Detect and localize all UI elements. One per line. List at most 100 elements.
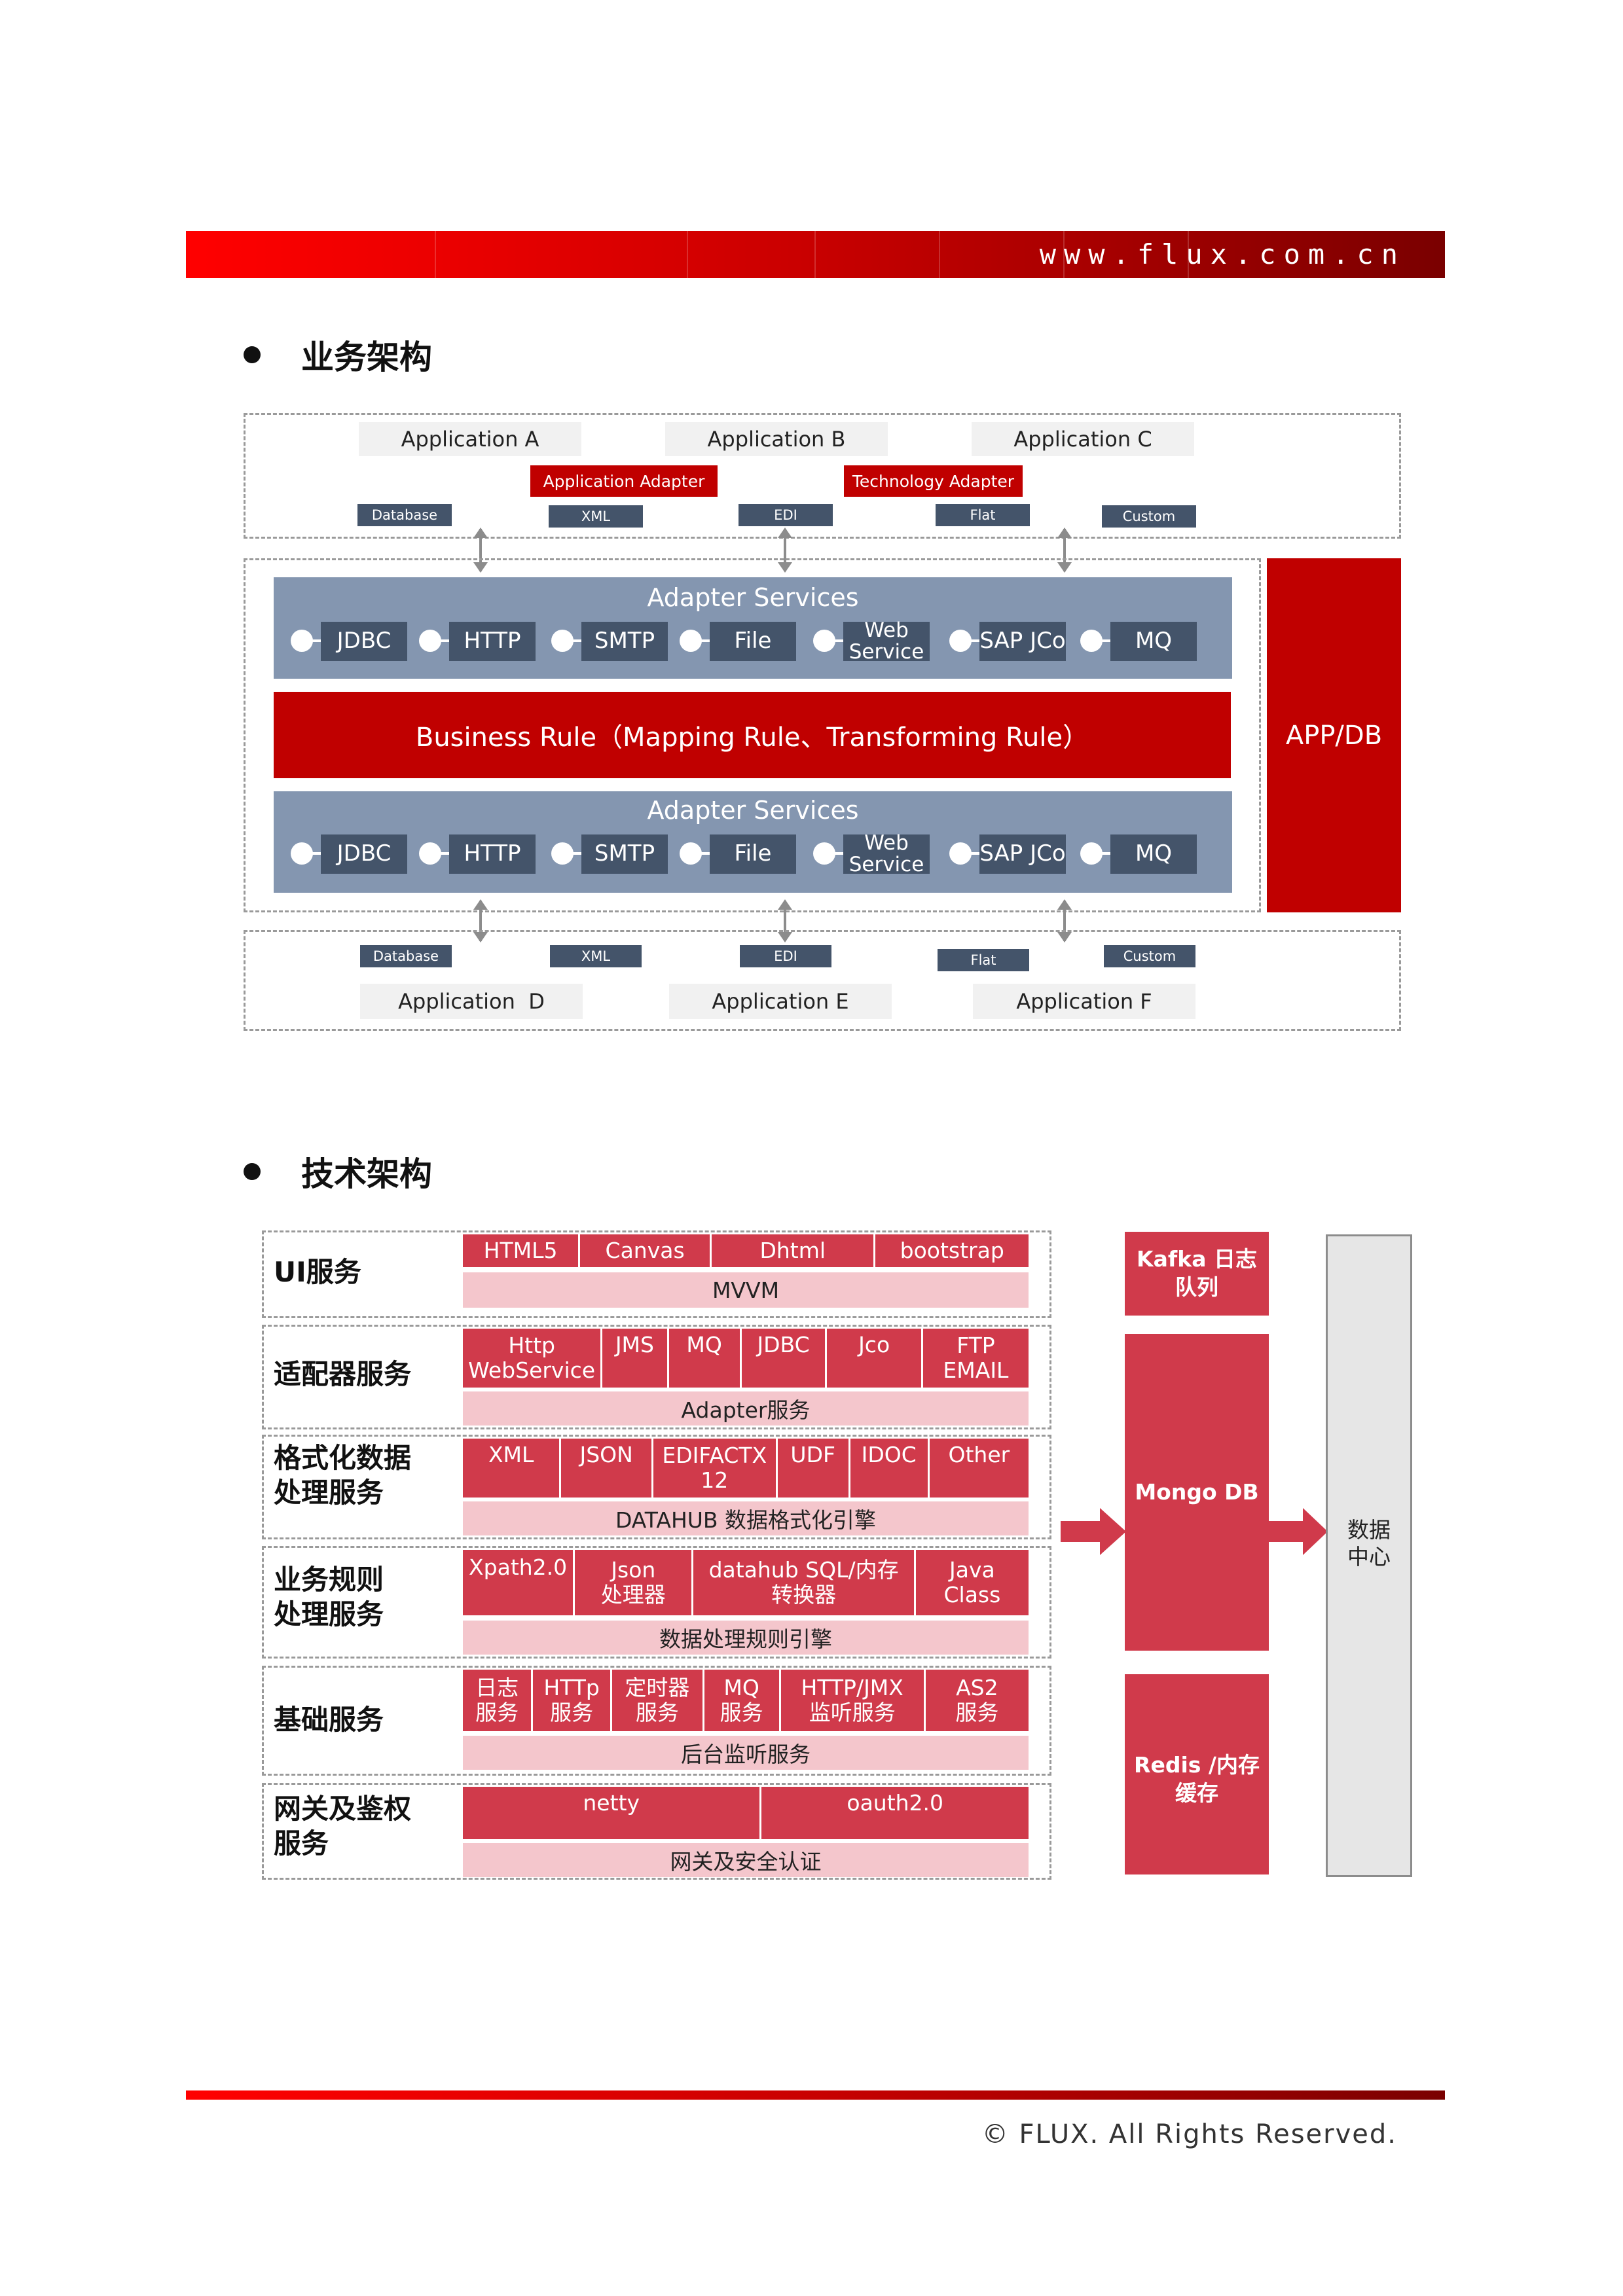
row-label-ui: UI服务 (274, 1256, 361, 1288)
app-e: Application E (669, 984, 892, 1019)
mongo-db: Mongo DB (1125, 1334, 1269, 1651)
business-rule-bar: Business Rule（Mapping Rule、Transforming … (274, 692, 1231, 778)
cell-http-service: HTTp 服务 (533, 1670, 613, 1731)
app-b: Application B (665, 422, 888, 456)
adapter-services-title: Adapter Services (647, 583, 859, 612)
cell-html5: HTML5 (463, 1234, 581, 1267)
row-label-adapter: 适配器服务 (274, 1358, 412, 1390)
row-basic-base: 后台监听服务 (463, 1736, 1029, 1770)
service-jdbc: JDBC (321, 834, 407, 874)
service-mq: MQ (1110, 834, 1197, 874)
arrow-bottom-2 (778, 899, 792, 942)
format-custom: Custom (1102, 505, 1196, 528)
format-database: Database (357, 504, 452, 526)
top-apps-panel (244, 413, 1401, 539)
format-flat-bottom: Flat (938, 949, 1029, 971)
cell-idoc: IDOC (850, 1439, 930, 1498)
kafka-log-queue: Kafka 日志 队列 (1125, 1232, 1269, 1316)
cell-json-processor: Json 处理器 (575, 1550, 694, 1615)
row-label-gateway: 网关及鉴权 服务 (274, 1793, 412, 1859)
row-basic (262, 1666, 1051, 1776)
service-smtp: SMTP (581, 622, 668, 661)
cell-udf: UDF (777, 1439, 850, 1498)
adapter-services-title: Adapter Services (647, 796, 859, 825)
arrow-right-icon (1061, 1508, 1126, 1555)
data-center-label: 数据 中心 (1347, 1517, 1391, 1570)
row-rules (262, 1546, 1051, 1659)
arrow-top-1 (473, 528, 488, 573)
row-adapter-cells: Http WebService JMS MQ JDBC Jco FTP EMAI… (463, 1329, 1029, 1388)
adapter-services-bottom: Adapter Services JDBC HTTP SMTP File Web… (274, 791, 1232, 893)
app-c: Application C (972, 422, 1194, 456)
cell-java-class: Java Class (915, 1550, 1029, 1615)
row-format-cells: XML JSON EDIFACTX 12 UDF IDOC Other (463, 1439, 1029, 1498)
bottom-apps-panel (244, 930, 1401, 1031)
arrow-top-3 (1057, 528, 1072, 573)
cell-xml: XML (463, 1439, 562, 1498)
arrow-top-2 (778, 528, 792, 573)
format-flat: Flat (936, 504, 1030, 526)
cell-dhtml: Dhtml (712, 1234, 876, 1267)
app-f: Application F (973, 984, 1195, 1019)
bullet-icon (244, 1163, 261, 1180)
cell-edifactx12: EDIFACTX 12 (653, 1439, 778, 1498)
arrow-bottom-1 (473, 899, 488, 942)
cell-mq-service: MQ 服务 (704, 1670, 781, 1731)
cell-netty: netty (463, 1787, 762, 1839)
section1-title: 业务架构 (244, 335, 432, 376)
cell-bootstrap: bootstrap (875, 1234, 1029, 1267)
row-adapter (262, 1325, 1051, 1429)
cell-jdbc: JDBC (741, 1329, 828, 1388)
service-mq: MQ (1110, 622, 1197, 661)
row-label-basic: 基础服务 (274, 1704, 384, 1736)
footer-copyright: © FLUX. All Rights Reserved. (981, 2119, 1397, 2149)
row-ui (262, 1230, 1051, 1318)
cell-canvas: Canvas (580, 1234, 712, 1267)
cell-ftp-email: FTP EMAIL (922, 1329, 1029, 1388)
app-db-block: APP/DB (1267, 558, 1401, 912)
data-center: 数据 中心 (1326, 1234, 1412, 1877)
cell-jms: JMS (602, 1329, 669, 1388)
cell-datahub-sql: datahub SQL/内存 转换器 (693, 1550, 916, 1615)
service-jdbc: JDBC (321, 622, 407, 661)
cell-oauth: oauth2.0 (761, 1787, 1029, 1839)
row-gateway-cells: netty oauth2.0 (463, 1787, 1029, 1839)
cell-http-webservice: Http WebService (463, 1329, 603, 1388)
cell-httpjmx-service: HTTP/JMX 监听服务 (780, 1670, 926, 1731)
service-webservice: Web Service (843, 620, 930, 662)
redis-cache: Redis /内存 缓存 (1125, 1674, 1269, 1874)
row-format (262, 1435, 1051, 1539)
cell-jco: Jco (827, 1329, 923, 1388)
service-http: HTTP (449, 622, 536, 661)
format-xml-bottom: XML (550, 945, 642, 967)
cell-json: JSON (561, 1439, 653, 1498)
service-sapjco: SAP JCo (979, 834, 1066, 874)
service-smtp: SMTP (581, 834, 668, 874)
row-label-rules: 业务规则 处理服务 (274, 1564, 384, 1630)
cell-as2-service: AS2 服务 (925, 1670, 1029, 1731)
row-gateway (262, 1783, 1051, 1880)
format-database-bottom: Database (360, 945, 452, 967)
header-band: www.flux.com.cn (186, 231, 1445, 278)
row-basic-cells: 日志 服务 HTTp 服务 定时器 服务 MQ 服务 HTTP/JMX 监听服务… (463, 1670, 1029, 1731)
format-edi: EDI (739, 504, 833, 526)
cell-other: Other (929, 1439, 1029, 1498)
section2-title: 技术架构 (244, 1152, 432, 1193)
row-rules-base: 数据处理规则引擎 (463, 1621, 1029, 1655)
row-gateway-base: 网关及安全认证 (463, 1843, 1029, 1877)
row-adapter-base: Adapter服务 (463, 1391, 1029, 1426)
format-edi-bottom: EDI (740, 945, 831, 967)
row-format-base: DATAHUB 数据格式化引擎 (463, 1501, 1029, 1535)
arrow-right-icon (1269, 1508, 1328, 1555)
cell-timer-service: 定时器 服务 (612, 1670, 704, 1731)
section2-title-text: 技术架构 (301, 1155, 432, 1193)
format-xml: XML (549, 505, 643, 528)
service-file: File (710, 622, 796, 661)
cell-mq: MQ (668, 1329, 742, 1388)
row-label-format: 格式化数据 处理服务 (274, 1442, 412, 1509)
header-url[interactable]: www.flux.com.cn (1039, 238, 1406, 270)
app-d: Application D (360, 984, 583, 1019)
bullet-icon (244, 346, 261, 363)
row-ui-base: MVVM (463, 1272, 1029, 1308)
service-webservice: Web Service (843, 833, 930, 875)
